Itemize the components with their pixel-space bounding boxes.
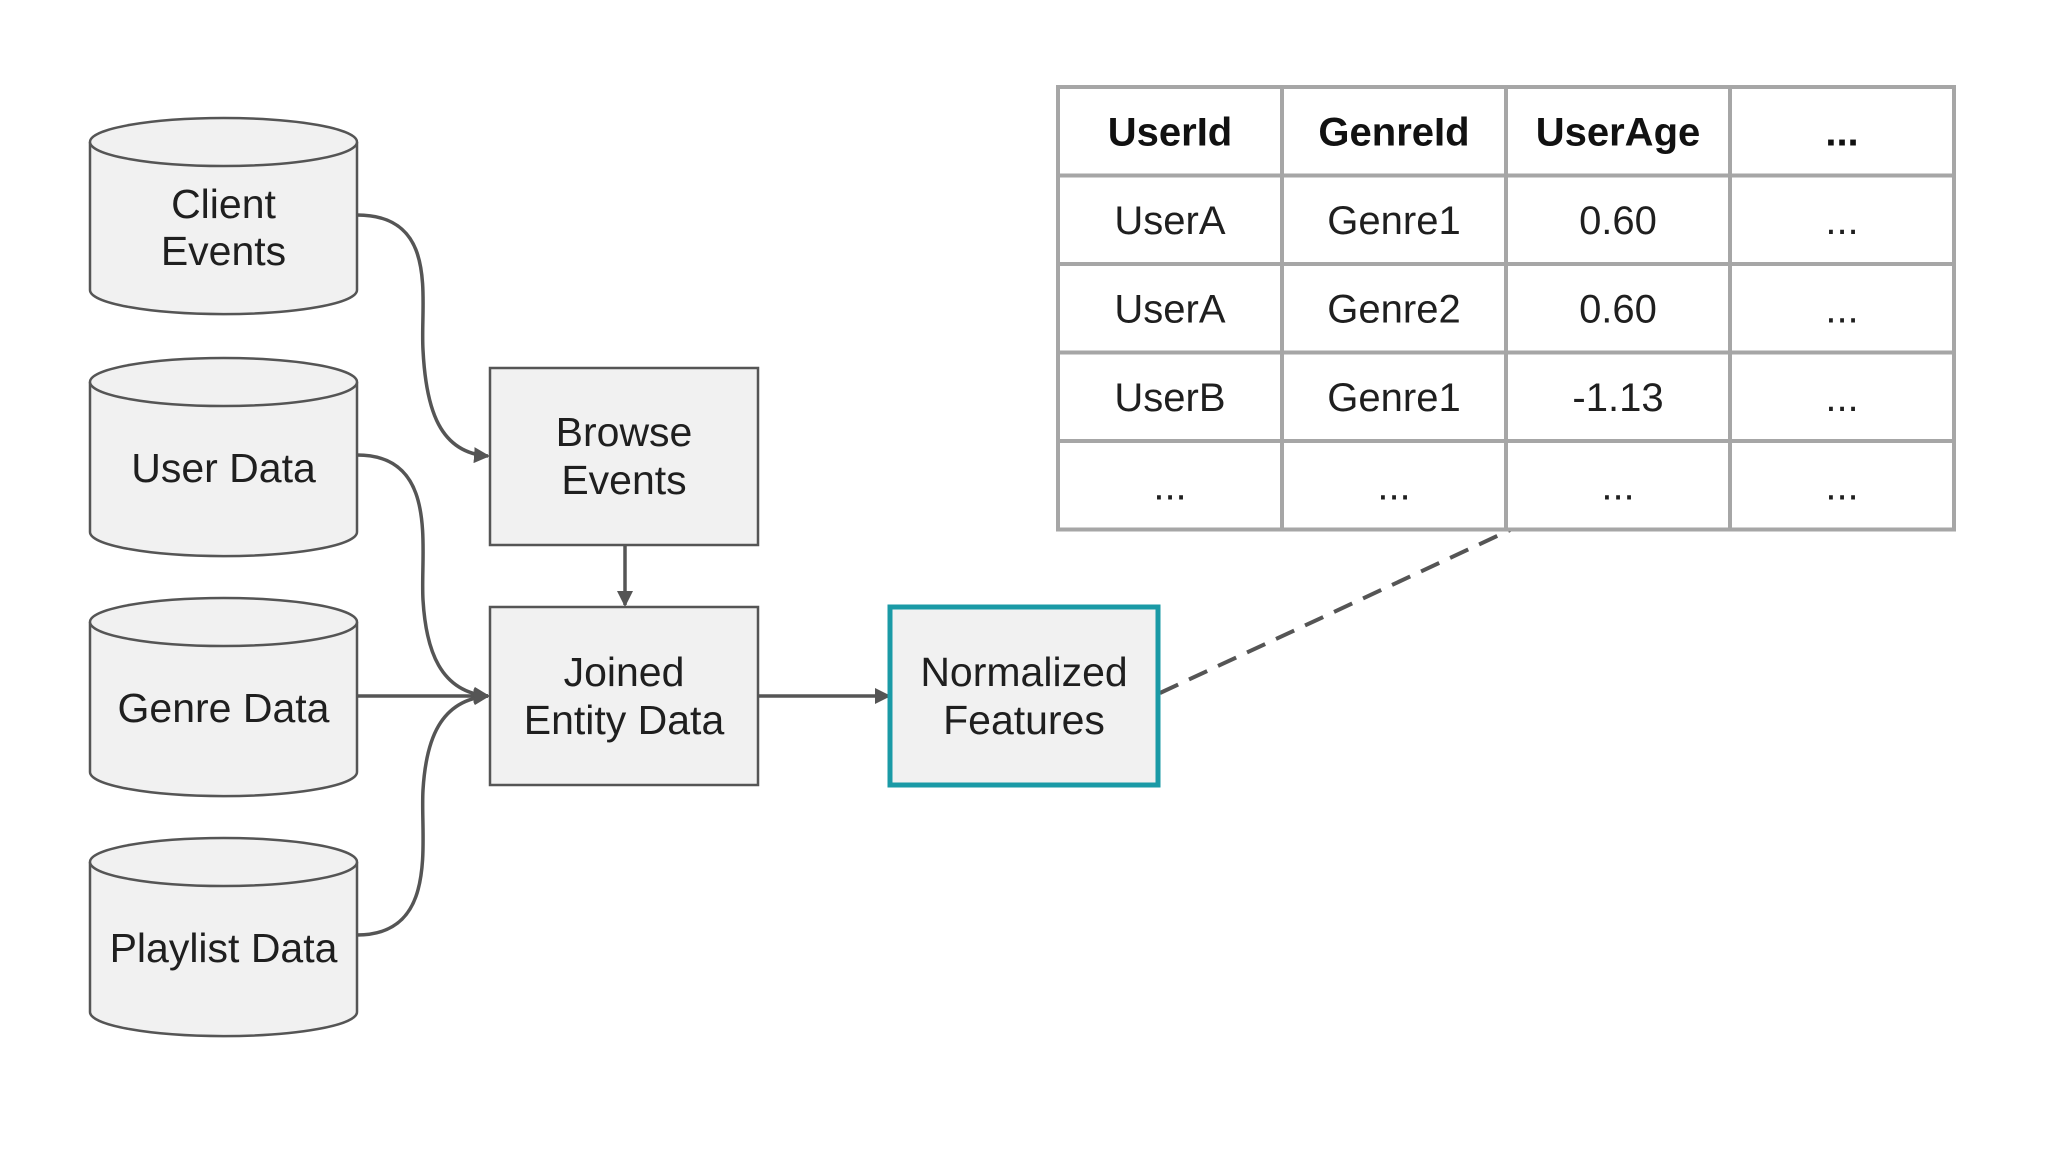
node-label-line2: Entity Data: [524, 697, 725, 743]
table-cell: ...: [1601, 464, 1634, 508]
table-cell: ...: [1153, 464, 1186, 508]
table-grid: [1056, 85, 1956, 532]
cylinder-top: [88, 356, 359, 408]
table-cell: Genre1: [1327, 199, 1460, 243]
edges: [356, 213, 1511, 937]
cylinder-shape: [88, 862, 359, 1038]
edge-normalized-to-table: [1159, 528, 1511, 695]
table-header-cell: GenreId: [1318, 110, 1469, 154]
source-cylinder-client-events: Client Events: [88, 116, 359, 316]
node-box: [488, 366, 760, 547]
cylinder-shape: [88, 382, 359, 558]
table-cell: ...: [1825, 287, 1858, 331]
table-cell: ...: [1825, 464, 1858, 508]
edge-user-data-to-joined: [356, 453, 490, 703]
node-box-highlighted: [887, 604, 1161, 788]
node-label-line2: Features: [943, 697, 1105, 743]
table-cell: UserB: [1114, 376, 1225, 420]
table-cell: ...: [1825, 376, 1858, 420]
joined-entity-data-node: Joined Entity Data: [488, 605, 760, 787]
node-label-line2: Events: [561, 457, 686, 503]
source-cylinder-genre-data: Genre Data: [88, 596, 359, 798]
cylinder-label-line2: Events: [161, 228, 286, 274]
cylinder-top: [88, 596, 359, 648]
table-cell: 0.60: [1579, 199, 1657, 243]
cylinder-shape: [88, 622, 359, 798]
table-header-cell: UserAge: [1536, 110, 1701, 154]
source-cylinder-user-data: User Data: [88, 356, 359, 558]
browse-events-node: Browse Events: [488, 366, 760, 547]
node-label-line1: Joined: [564, 649, 685, 695]
table-cell: ...: [1825, 199, 1858, 243]
table-cells: UserId GenreId UserAge... UserA Genre1 0.60..…: [1108, 110, 1859, 508]
table-cell: 0.60: [1579, 287, 1657, 331]
cylinder-label: Playlist Data: [110, 925, 338, 971]
table-header-cell: ...: [1825, 110, 1858, 154]
source-cylinder-playlist-data: Playlist Data: [88, 836, 359, 1038]
table-cell: UserA: [1114, 199, 1225, 243]
node-label-line1: Normalized: [920, 649, 1127, 695]
cylinder-shape: [88, 142, 359, 316]
edge-client-events-to-browse-events: [356, 213, 490, 464]
node-box: [488, 605, 760, 787]
table-cell: Genre1: [1327, 376, 1460, 420]
cylinder-top: [88, 116, 359, 168]
table-cell: -1.13: [1572, 376, 1663, 420]
feature-table: UserId GenreId UserAge... UserA Genre1 0.60..…: [1056, 85, 1956, 532]
table-cell: UserA: [1114, 287, 1225, 331]
cylinder-label: Genre Data: [118, 685, 330, 731]
table-cell: ...: [1377, 464, 1410, 508]
normalized-features-node: Normalized Features: [887, 604, 1161, 788]
node-label-line1: Browse: [556, 409, 693, 455]
cylinder-top: [88, 836, 359, 888]
cylinder-label-line1: Client: [171, 181, 276, 227]
edge-playlist-data-to-joined: [356, 689, 490, 937]
table-header-cell: UserId: [1108, 110, 1233, 154]
cylinder-label: User Data: [131, 445, 316, 491]
table-cell: Genre2: [1327, 287, 1460, 331]
